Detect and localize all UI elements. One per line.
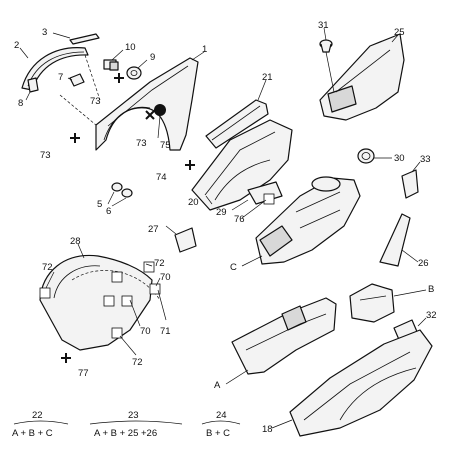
legend-24-formula: B + C <box>206 428 230 439</box>
label-32: 32 <box>426 310 437 321</box>
label-72-lower: 72 <box>132 357 143 368</box>
part-33-bracket <box>401 169 419 199</box>
label-74: 74 <box>156 172 167 183</box>
label-10: 10 <box>125 42 136 53</box>
label-1: 1 <box>202 44 207 55</box>
label-21: 21 <box>262 72 273 83</box>
label-25: 25 <box>394 27 405 38</box>
part-8-clip <box>27 77 39 93</box>
part-1-front-fender <box>95 57 199 151</box>
label-C: C <box>230 262 237 273</box>
label-33: 33 <box>420 154 431 165</box>
cross-marker-73b <box>70 133 80 143</box>
assembly-a-lower-member <box>231 297 337 375</box>
label-31: 31 <box>318 20 329 31</box>
part-5-washer <box>111 182 123 192</box>
label-30: 30 <box>394 153 405 164</box>
part-28-arch-liner <box>39 254 153 351</box>
label-73-mid: 73 <box>136 138 147 149</box>
label-73-top: 73 <box>90 96 101 107</box>
label-77: 77 <box>78 368 89 379</box>
legend-22: 22 A + B + C <box>12 410 69 439</box>
cross-marker-73a <box>114 73 124 83</box>
part-26-panel <box>379 213 411 267</box>
legend-23-number: 23 <box>128 410 139 421</box>
assembly-b-bracket <box>349 283 395 323</box>
label-A: A <box>214 380 221 391</box>
label-28: 28 <box>70 236 81 247</box>
label-5: 5 <box>97 199 102 210</box>
label-73-left: 73 <box>40 150 51 161</box>
cross-marker-77 <box>61 353 71 363</box>
legend-22-number: 22 <box>32 410 43 421</box>
cross-marker-73c <box>145 110 155 120</box>
label-76: 76 <box>234 214 245 225</box>
legend-22-formula: A + B + C <box>12 428 53 439</box>
part-3-clip-strip <box>69 33 100 45</box>
label-27: 27 <box>148 224 159 235</box>
label-B: B <box>428 284 434 295</box>
part-6-washer <box>121 188 133 198</box>
label-3: 3 <box>42 27 47 38</box>
part-9-grommet <box>126 66 142 80</box>
label-29: 29 <box>216 207 227 218</box>
label-18: 18 <box>262 424 273 435</box>
legend-24: 24 B + C <box>201 410 241 439</box>
label-70-right: 70 <box>160 272 171 283</box>
part-7-clip <box>69 73 85 87</box>
part-30-grommet-ring <box>357 148 375 164</box>
part-27-bracket <box>174 227 197 253</box>
label-26: 26 <box>418 258 429 269</box>
label-75: 75 <box>160 140 171 151</box>
legend-23: 23 A + B + 25 +26 <box>89 410 183 439</box>
label-72-left: 72 <box>42 262 53 273</box>
label-71: 71 <box>160 326 171 337</box>
marker-75-dot <box>154 104 166 116</box>
clip-square-72a <box>39 287 51 299</box>
part-20-inner-panel <box>191 119 293 211</box>
clip-square-70a <box>121 295 133 307</box>
label-7: 7 <box>58 72 63 83</box>
label-72-right: 72 <box>154 258 165 269</box>
label-8: 8 <box>18 98 23 109</box>
label-20: 20 <box>188 197 199 208</box>
legend-23-formula: A + B + 25 +26 <box>94 428 157 439</box>
label-9: 9 <box>150 52 155 63</box>
clip-square-76 <box>263 193 275 205</box>
label-70-lower: 70 <box>140 326 151 337</box>
part-21-bracket <box>205 99 269 149</box>
label-2: 2 <box>14 40 19 51</box>
clip-square-72b <box>111 271 123 283</box>
clip-square-70b <box>149 283 161 295</box>
legend-24-number: 24 <box>216 410 227 421</box>
clip-square-72c <box>111 327 123 339</box>
part-18-quarter-panel <box>289 329 433 437</box>
cross-marker-74 <box>185 160 195 170</box>
label-6: 6 <box>106 206 111 217</box>
